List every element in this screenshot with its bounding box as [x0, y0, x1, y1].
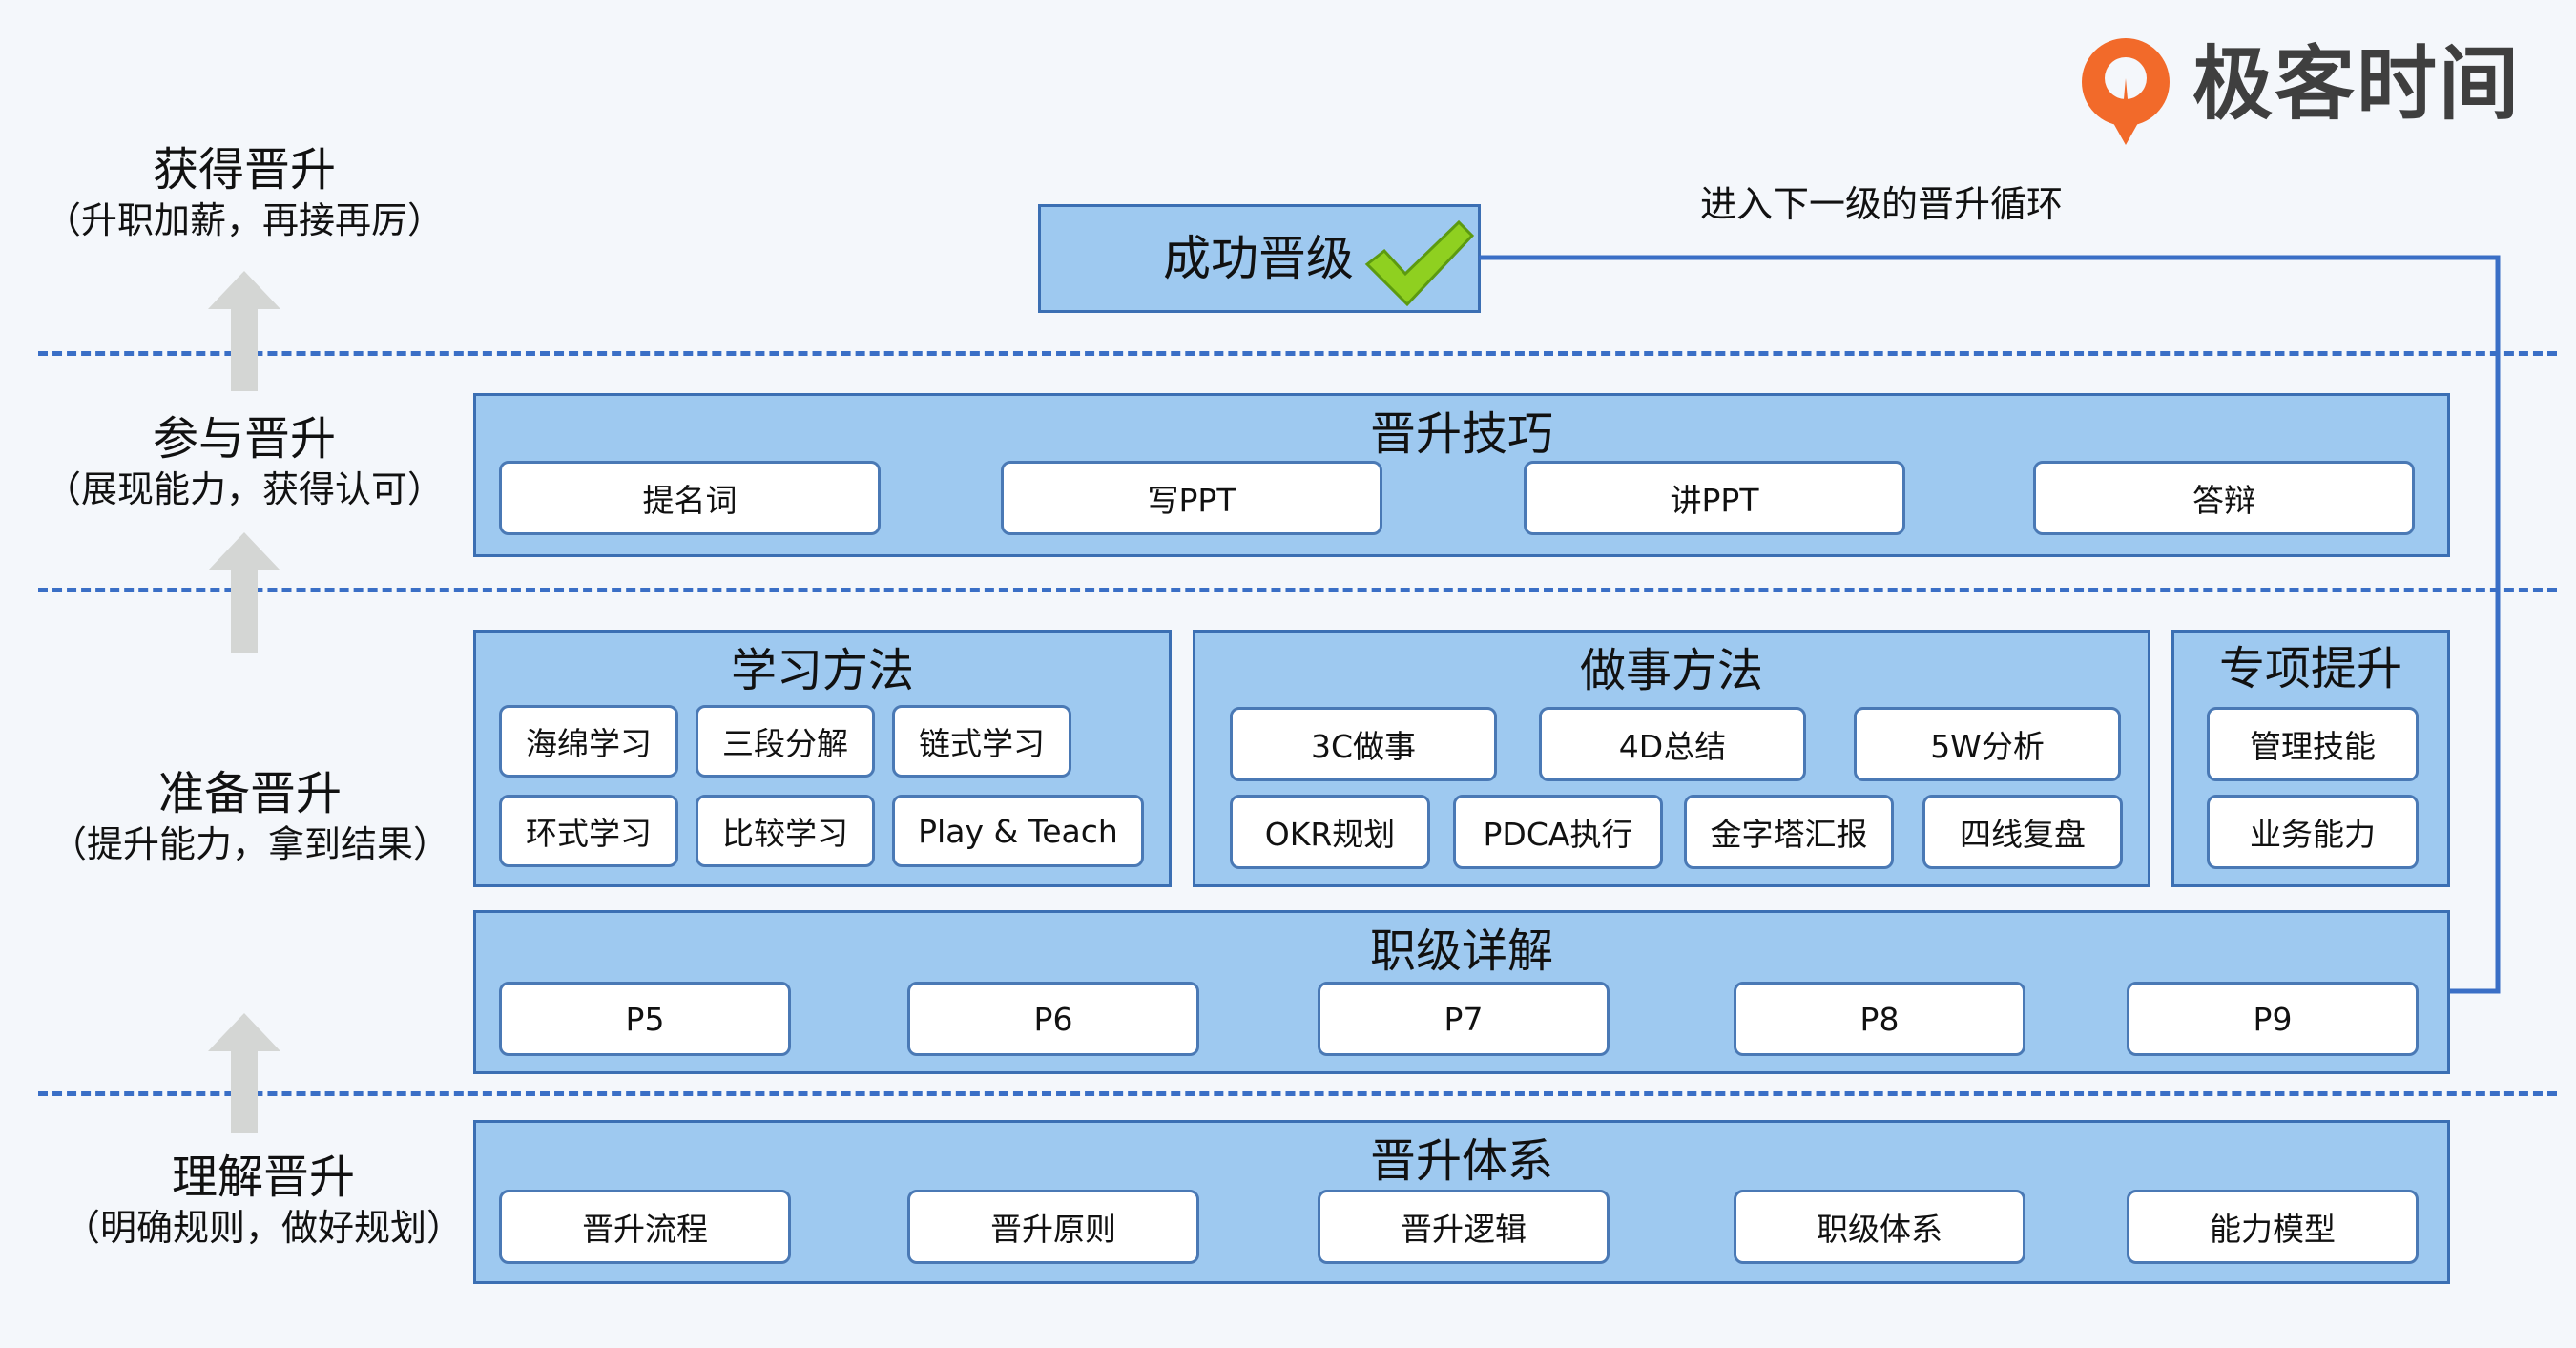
panel-learning-methods: 学习方法 海绵学习 三段分解 链式学习 环式学习 比较学习 Play & Tea…	[473, 630, 1172, 887]
chip-4d: 4D总结	[1539, 707, 1806, 781]
chip-logic: 晋升逻辑	[1318, 1190, 1610, 1264]
stage-get-title: 获得晋升	[152, 143, 336, 197]
chip-pyramid: 金字塔汇报	[1684, 795, 1894, 869]
success-label: 成功晋级	[1163, 231, 1354, 286]
stage-get-subtitle: （升职加薪，再接再厉）	[44, 199, 444, 241]
chip-nomination: 提名词	[499, 461, 881, 535]
chip-chain-learning: 链式学习	[892, 705, 1071, 778]
chip-level-p5: P5	[499, 982, 791, 1056]
up-arrow-icon	[208, 532, 280, 653]
chip-present-ppt: 讲PPT	[1524, 461, 1905, 535]
chip-compare-learning: 比较学习	[696, 795, 875, 867]
chip-3c: 3C做事	[1230, 707, 1497, 781]
chip-competency-model: 能力模型	[2127, 1190, 2419, 1264]
chip-principles: 晋升原则	[907, 1190, 1199, 1264]
chip-play-teach: Play & Teach	[892, 795, 1144, 867]
panel-special-improvement-title: 专项提升	[2218, 642, 2402, 695]
panel-promotion-skills: 晋升技巧 提名词 写PPT 讲PPT 答辩	[473, 393, 2450, 557]
panel-working-methods: 做事方法 3C做事 4D总结 5W分析 OKR规划 PDCA执行 金字塔汇报 四…	[1193, 630, 2150, 887]
stage-understand-subtitle: （明确规则，做好规划）	[63, 1207, 463, 1249]
chip-four-line-review: 四线复盘	[1922, 795, 2123, 869]
chip-5w: 5W分析	[1854, 707, 2121, 781]
panel-learning-methods-title: 学习方法	[730, 644, 914, 697]
panel-promotion-system-title: 晋升体系	[1369, 1134, 1553, 1188]
loop-label: 进入下一级的晋升循环	[1700, 183, 2064, 225]
chip-okr: OKR规划	[1230, 795, 1430, 869]
stage-participate-subtitle: （展现能力，获得认可）	[44, 468, 444, 510]
panel-special-improvement: 专项提升 管理技能 业务能力	[2171, 630, 2450, 887]
divider-2	[38, 588, 2557, 592]
chip-level-p9: P9	[2127, 982, 2419, 1056]
panel-levels: 职级详解 P5 P6 P7 P8 P9	[473, 910, 2450, 1074]
loop-arrow	[1479, 255, 2501, 1002]
stage-prepare: 准备晋升 （提升能力，拿到结果）	[21, 767, 479, 868]
stage-understand: 理解晋升 （明确规则，做好规划）	[34, 1151, 492, 1252]
chip-ring-learning: 环式学习	[499, 795, 678, 867]
checkmark-icon	[1364, 219, 1475, 307]
divider-1	[38, 351, 2557, 356]
panel-promotion-skills-title: 晋升技巧	[1369, 407, 1553, 461]
success-box: 成功晋级	[1038, 204, 1481, 313]
chip-pdca: PDCA执行	[1453, 795, 1663, 869]
chip-process: 晋升流程	[499, 1190, 791, 1264]
chip-write-ppt: 写PPT	[1001, 461, 1382, 535]
panel-promotion-system: 晋升体系 晋升流程 晋升原则 晋升逻辑 职级体系 能力模型	[473, 1120, 2450, 1284]
stage-participate-title: 参与晋升	[152, 412, 336, 466]
chip-sponge-learning: 海绵学习	[499, 705, 678, 778]
chip-three-step: 三段分解	[696, 705, 875, 778]
brand-logo: 极客时间	[2070, 27, 2566, 151]
stage-prepare-title: 准备晋升	[157, 767, 342, 820]
stage-participate: 参与晋升 （展现能力，获得认可）	[15, 412, 473, 513]
chip-business-ability: 业务能力	[2207, 795, 2419, 869]
brand-name: 极客时间	[2192, 37, 2522, 131]
stage-understand-title: 理解晋升	[171, 1151, 355, 1204]
up-arrow-icon	[208, 1013, 280, 1133]
chip-level-p8: P8	[1734, 982, 2025, 1056]
chip-level-p7: P7	[1318, 982, 1610, 1056]
chip-defense: 答辩	[2033, 461, 2415, 535]
panel-working-methods-title: 做事方法	[1579, 644, 1763, 697]
divider-3	[38, 1091, 2557, 1096]
stage-prepare-subtitle: （提升能力，拿到结果）	[50, 823, 449, 865]
stage-get: 获得晋升 （升职加薪，再接再厉）	[15, 143, 473, 244]
brand-logo-icon	[2082, 38, 2170, 145]
panel-levels-title: 职级详解	[1369, 924, 1553, 978]
chip-level-system: 职级体系	[1734, 1190, 2025, 1264]
chip-management-skill: 管理技能	[2207, 707, 2419, 781]
chip-level-p6: P6	[907, 982, 1199, 1056]
up-arrow-icon	[208, 271, 280, 391]
